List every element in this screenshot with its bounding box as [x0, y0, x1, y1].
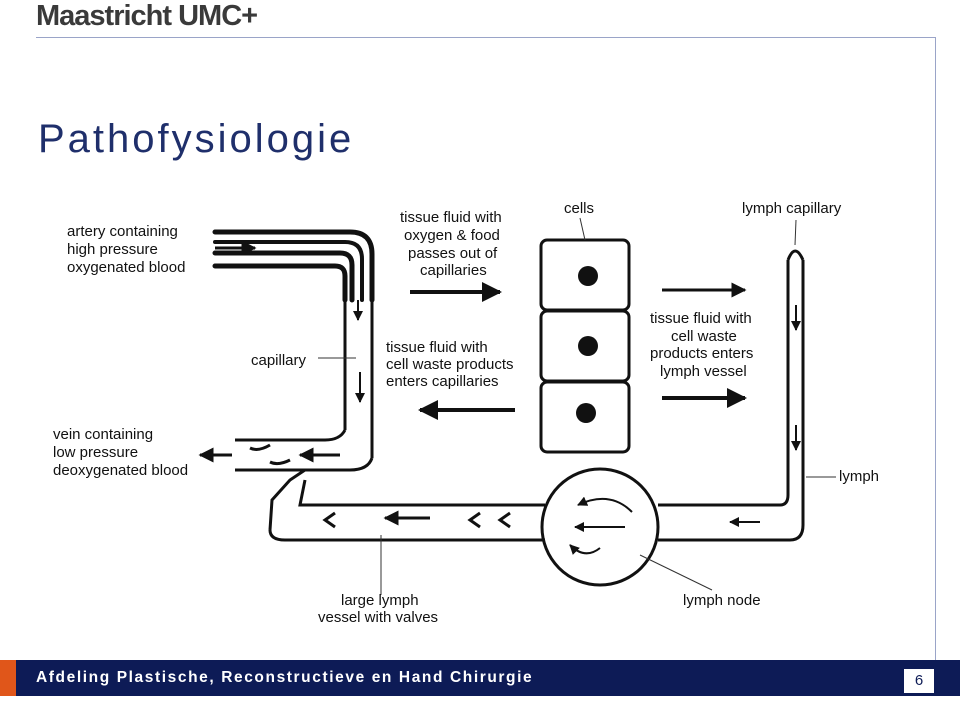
label-tf-out-2: oxygen & food [404, 227, 500, 244]
label-tf-lymph-4: lymph vessel [660, 363, 747, 380]
footer-department: Afdeling Plastische, Reconstructieve en … [36, 669, 534, 686]
large-lymph-vessel-arrows [322, 510, 511, 529]
label-tf-out-3: passes out of [408, 245, 498, 262]
label-artery-3: oxygenated blood [67, 259, 185, 276]
footer-bar: Afdeling Plastische, Reconstructieve en … [0, 660, 960, 696]
label-capillary: capillary [251, 352, 307, 369]
label-lymph: lymph [839, 468, 879, 485]
lymph-node-swirl-2 [569, 544, 601, 555]
lymph-vessel [658, 249, 805, 542]
label-tf-lymph-3: products enters [650, 345, 753, 362]
label-tf-in-1: tissue fluid with [386, 339, 488, 356]
label-vein-1: vein containing [53, 426, 153, 443]
footer-accent [0, 660, 16, 696]
page-number: 6 [903, 668, 935, 694]
cell-nucleus-top [578, 266, 598, 286]
label-tf-out-4: capillaries [420, 262, 487, 279]
label-lymph-capillary: lymph capillary [742, 200, 842, 217]
label-artery-1: artery containing [67, 223, 178, 240]
cell-bottom [539, 380, 631, 454]
header-divider [36, 37, 935, 38]
vein-vessel [235, 429, 374, 472]
right-border-rule [935, 37, 936, 660]
leader-lines [318, 217, 836, 595]
label-tf-in-3: enters capillaries [386, 373, 499, 390]
label-tf-in-2: cell waste products [386, 356, 514, 373]
label-tf-out-1: tissue fluid with [400, 209, 502, 226]
label-large-lymph-1: large lymph [341, 592, 419, 609]
label-vein-2: low pressure [53, 444, 138, 461]
lymph-node-circle [540, 467, 660, 587]
label-tf-lymph-1: tissue fluid with [650, 310, 752, 327]
cell-nucleus-bottom [576, 403, 596, 423]
cell-nucleus-middle [578, 336, 598, 356]
capillary-vessel [343, 300, 374, 458]
lymph-node-swirl [577, 496, 633, 513]
label-vein-3: deoxygenated blood [53, 462, 188, 479]
vein-flow-arrows [249, 443, 340, 466]
label-cells: cells [564, 200, 594, 217]
label-large-lymph-2: vessel with valves [318, 609, 438, 626]
label-lymph-node: lymph node [683, 592, 761, 609]
vein-to-lymph-connector [268, 468, 545, 542]
artery-vessel [212, 229, 375, 303]
label-tf-lymph-2: cell waste [671, 328, 737, 345]
label-artery-2: high pressure [67, 241, 158, 258]
slide-title: Pathofysiologie [38, 117, 355, 161]
maastricht-umc-logo: Maastricht UMC+ [36, 0, 258, 32]
